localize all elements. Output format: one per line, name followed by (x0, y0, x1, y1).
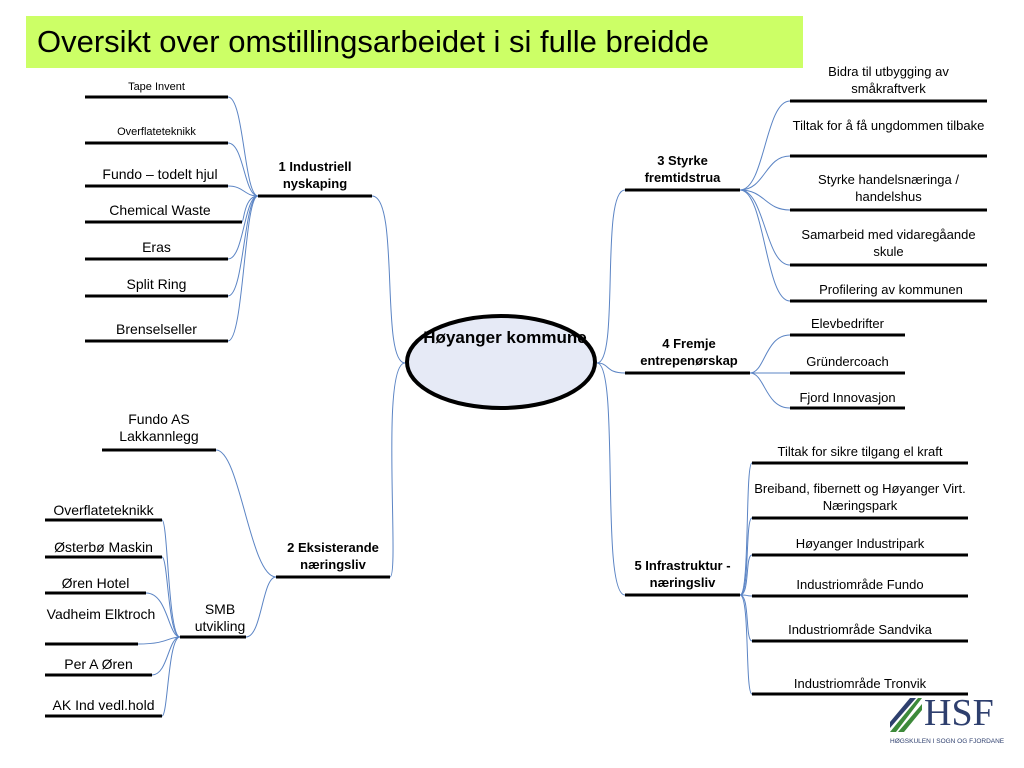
logo-wordmark: HSF (924, 692, 994, 734)
b5-item: Industriområde Sandvika (788, 622, 932, 637)
b3-item: Styrke handelsnæringa / handelshus (818, 172, 959, 204)
branch-5-label: 5 Infrastruktur - næringsliv (634, 558, 731, 590)
branch-1-connectors (227, 96, 406, 364)
b1-item: Fundo – todelt hjul (102, 166, 218, 182)
smb-item: Østerbø Maskin (54, 539, 153, 555)
b2-item: Fundo AS Lakkannlegg (119, 411, 199, 444)
branch-5-connectors (596, 362, 753, 695)
smb-item: Overflateteknikk (53, 502, 154, 518)
branch-3-connectors (596, 100, 791, 364)
center-label: Høyanger kommune (423, 328, 587, 347)
b1-item: Chemical Waste (109, 202, 211, 218)
branch-4-label: 4 Fremje entrepenørskap (640, 336, 738, 368)
b1-item: Tape Invent (128, 81, 185, 93)
b4-item: Gründercoach (806, 354, 889, 369)
node-underlines (45, 95, 987, 718)
b5-item: Industriområde Fundo (796, 577, 924, 592)
b5-item: Industriområde Tronvik (793, 676, 927, 691)
branch-2-connectors (137, 362, 406, 717)
branch-2-label: 2 Eksisterande næringsliv (287, 540, 379, 572)
smb-item: Vadheim Elktroch (46, 606, 156, 622)
b4-item: Elevbedrifter (811, 316, 884, 331)
b1-item: Split Ring (126, 276, 187, 292)
b5-item: Høyanger Industripark (795, 536, 925, 551)
b3-item: Profilering av kommunen (819, 282, 963, 297)
center-node (405, 314, 597, 410)
b5-item: Breiband, fibernett og Høyanger Virt. Næ… (754, 481, 966, 513)
b1-item: Overflateteknikk (117, 126, 196, 138)
hsf-logo: HSF HØGSKULEN I SOGN OG FJORDANE (888, 692, 1008, 752)
b1-item: Eras (142, 239, 171, 255)
b5-item: Tiltak for sikre tilgang el kraft (777, 444, 943, 459)
smb-label: SMB utvikling (194, 601, 246, 634)
smb-item: AK Ind vedl.hold (52, 697, 155, 713)
logo-tagline: HØGSKULEN I SOGN OG FJORDANE (890, 738, 1005, 745)
leaf-logo-icon (890, 698, 922, 732)
title-banner: Oversikt over omstillingsarbeidet i si f… (26, 16, 803, 68)
branch-4-connectors (596, 334, 791, 409)
smb-item: Per A Øren (64, 656, 133, 672)
b3-item: Tiltak for å få ungdommen tilbake (792, 118, 985, 133)
branch-1-label: 1 Industriell nyskaping (278, 159, 352, 191)
smb-item: Øren Hotel (61, 575, 130, 591)
page-title: Oversikt over omstillingsarbeidet i si f… (37, 24, 709, 59)
b3-item: Bidra til utbygging av småkraftverk (828, 64, 949, 96)
b4-item: Fjord Innovasjon (799, 390, 896, 405)
b1-item: Brenselseller (116, 321, 197, 337)
b3-item: Samarbeid med vidaregåande skule (801, 227, 976, 259)
branch-3-label: 3 Styrke fremtidstrua (644, 153, 721, 185)
